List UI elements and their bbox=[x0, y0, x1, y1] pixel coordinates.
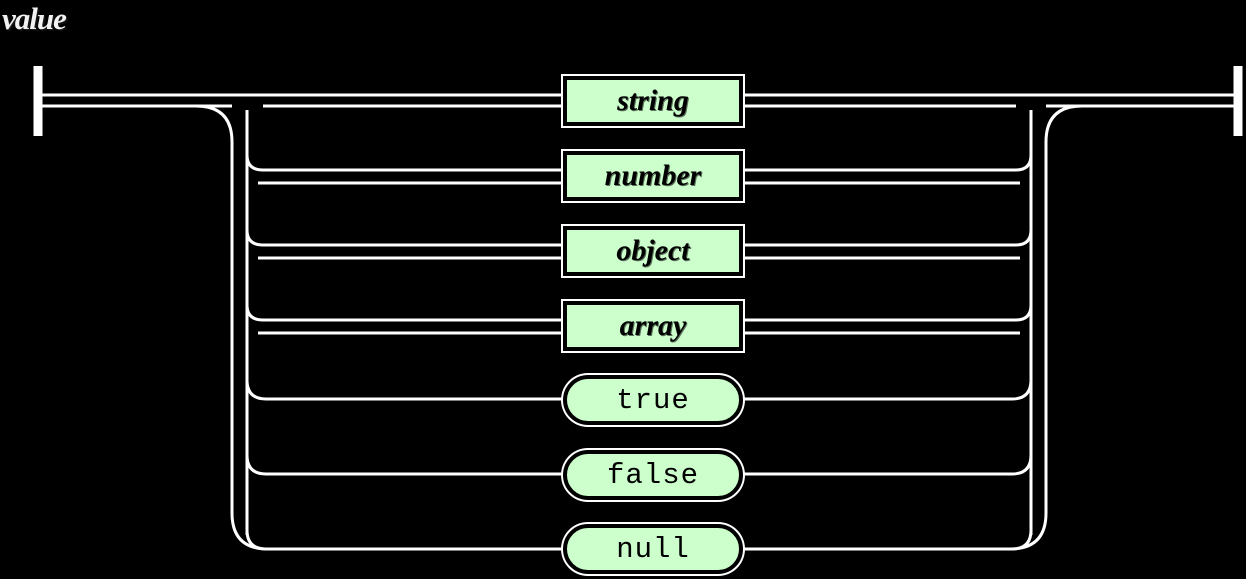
node-label: array bbox=[619, 309, 687, 342]
node-null[interactable]: null bbox=[563, 524, 743, 574]
rail-row2-right-curve bbox=[743, 154, 1033, 172]
node-array[interactable]: array bbox=[561, 299, 745, 353]
rail-row4-left-curve bbox=[245, 304, 563, 322]
rail-row2-left-curve bbox=[245, 154, 563, 172]
node-label: null bbox=[616, 532, 690, 566]
node-label: true bbox=[616, 383, 690, 417]
rail-row3-right-curve bbox=[743, 229, 1033, 247]
rail-row5-right-curve bbox=[740, 379, 1033, 401]
page-title: value bbox=[2, 1, 67, 36]
node-string[interactable]: string bbox=[561, 74, 745, 128]
node-label: string bbox=[617, 84, 689, 117]
rail-row3-left-curve bbox=[245, 229, 563, 247]
rail-row7-left-curve bbox=[245, 529, 566, 551]
rail-row5-left-curve bbox=[245, 379, 566, 401]
node-object[interactable]: object bbox=[561, 224, 745, 278]
node-number[interactable]: number bbox=[561, 149, 745, 203]
node-false[interactable]: false bbox=[563, 450, 743, 500]
rail-right-trunk bbox=[1009, 104, 1083, 551]
rail-row7-right-curve bbox=[740, 529, 1033, 551]
rail-row4-right-curve bbox=[743, 304, 1033, 322]
rail-left-trunk bbox=[195, 104, 269, 551]
rail-row6-left-curve bbox=[245, 454, 566, 476]
rail-row6-right-curve bbox=[740, 454, 1033, 476]
node-label: object bbox=[616, 234, 690, 267]
node-true[interactable]: true bbox=[563, 375, 743, 425]
node-label: number bbox=[604, 159, 702, 192]
node-label: false bbox=[606, 458, 699, 492]
